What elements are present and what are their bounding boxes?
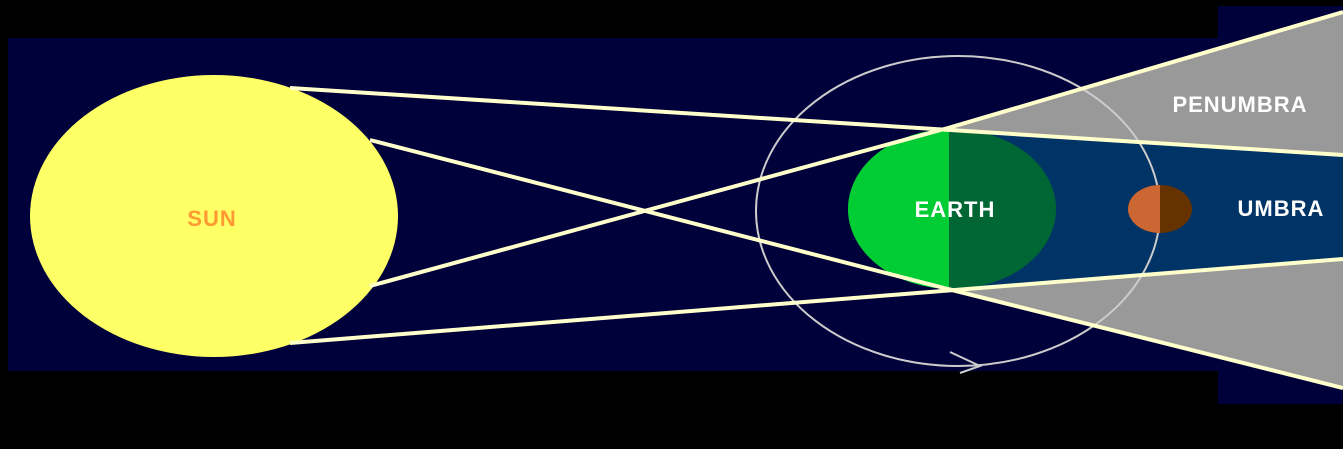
umbra-label: UMBRA: [1238, 196, 1325, 221]
penumbra-label: PENUMBRA: [1172, 92, 1307, 117]
sun-label: SUN: [187, 206, 236, 231]
earth-label: EARTH: [915, 197, 996, 222]
